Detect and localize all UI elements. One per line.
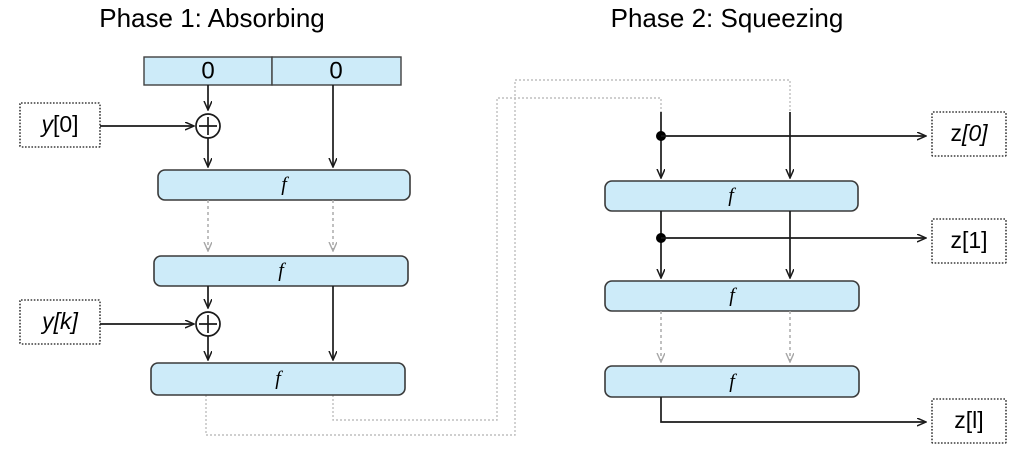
f-block-p2-3-rect: [604, 365, 860, 398]
input-y0-prefix: y: [39, 111, 54, 137]
output-box-zl[interactable]: z[l]: [931, 398, 1007, 444]
state-row-initial: 0 0: [143, 56, 402, 86]
input-box-yk-label: y[k]: [40, 308, 78, 334]
phase-2-title: Phase 2: Squeezing: [611, 3, 844, 33]
xor-gate-k: [195, 311, 221, 337]
f-block-p1-3-rect: [150, 362, 406, 396]
input-yk-suffix: [k]: [53, 308, 79, 334]
output-box-z0[interactable]: z[0]: [931, 111, 1007, 157]
output-zl-suffix: [l]: [966, 407, 984, 433]
output-box-z0-label: z[0]: [950, 120, 988, 146]
output-z1-suffix: [1]: [962, 227, 988, 253]
f-block-p2-2-rect: [604, 280, 860, 312]
f-block-p2-2: f: [604, 280, 860, 312]
output-z1-prefix: z: [950, 227, 962, 253]
f-block-p1-2-rect: [153, 255, 409, 287]
output-z0-prefix: z: [950, 120, 962, 146]
input-y0-suffix: [0]: [53, 111, 79, 137]
input-box-y0-label: y[0]: [39, 111, 78, 137]
f-block-p1-3-label: f: [275, 368, 283, 390]
f-block-p1-1-label: f: [281, 174, 289, 196]
input-box-y0[interactable]: y[0]: [19, 102, 101, 148]
state-cell-capacity: [271, 56, 402, 86]
input-box-y0-frame: [19, 102, 101, 148]
feedback-path-inner: [332, 97, 662, 421]
state-cell-capacity-label: 0: [329, 57, 342, 84]
output-box-z1-frame: [931, 218, 1007, 264]
input-box-yk[interactable]: y[k]: [19, 299, 101, 345]
input-yk-prefix: y: [40, 308, 55, 334]
f-block-p2-1-rect: [604, 180, 859, 212]
f-block-p2-1-label: f: [728, 185, 736, 207]
input-box-yk-frame: [19, 299, 101, 345]
feedback-path-outer: [205, 79, 791, 436]
arrow-p2-f3-to-zl: [660, 397, 925, 422]
f-block-p1-1-rect: [157, 169, 411, 201]
f-block-p2-1: f: [604, 180, 859, 212]
output-zl-prefix: z: [954, 407, 966, 433]
f-block-p2-3: f: [604, 365, 860, 398]
f-block-p2-2-label: f: [729, 285, 737, 307]
output-z0-suffix: [0]: [961, 120, 988, 146]
f-block-p2-3-label: f: [729, 371, 737, 393]
output-box-zl-label: z[l]: [954, 407, 983, 433]
f-block-p1-3: f: [150, 362, 406, 396]
phase-1-title: Phase 1: Absorbing: [99, 3, 325, 33]
f-block-p1-2-label: f: [278, 260, 286, 282]
output-box-zl-frame: [931, 398, 1007, 444]
output-box-z1[interactable]: z[1]: [931, 218, 1007, 264]
state-cell-rate-label: 0: [201, 57, 214, 84]
xor-gate-0: [195, 113, 221, 139]
output-box-z1-label: z[1]: [950, 227, 987, 253]
f-block-p1-1: f: [157, 169, 411, 201]
f-block-p1-2: f: [153, 255, 409, 287]
output-box-z0-frame: [931, 111, 1007, 157]
